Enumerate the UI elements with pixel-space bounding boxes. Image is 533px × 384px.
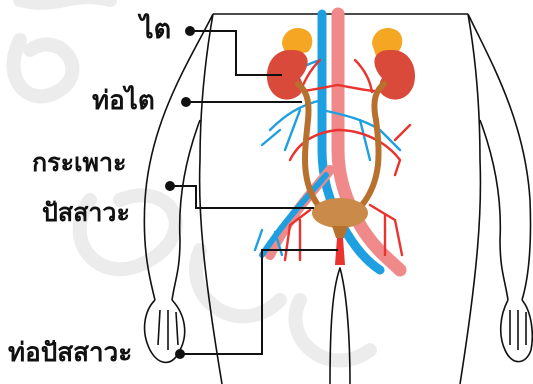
label-kidney: ไต xyxy=(140,16,171,43)
label-ureter: ท่อไต xyxy=(92,88,155,114)
urethra xyxy=(335,238,345,265)
label-bladder-line1: กระเพาะ xyxy=(32,150,126,175)
label-urethra: ท่อปัสสาวะ xyxy=(8,340,132,366)
label-bladder-line2: ปัสสาวะ xyxy=(42,200,130,225)
